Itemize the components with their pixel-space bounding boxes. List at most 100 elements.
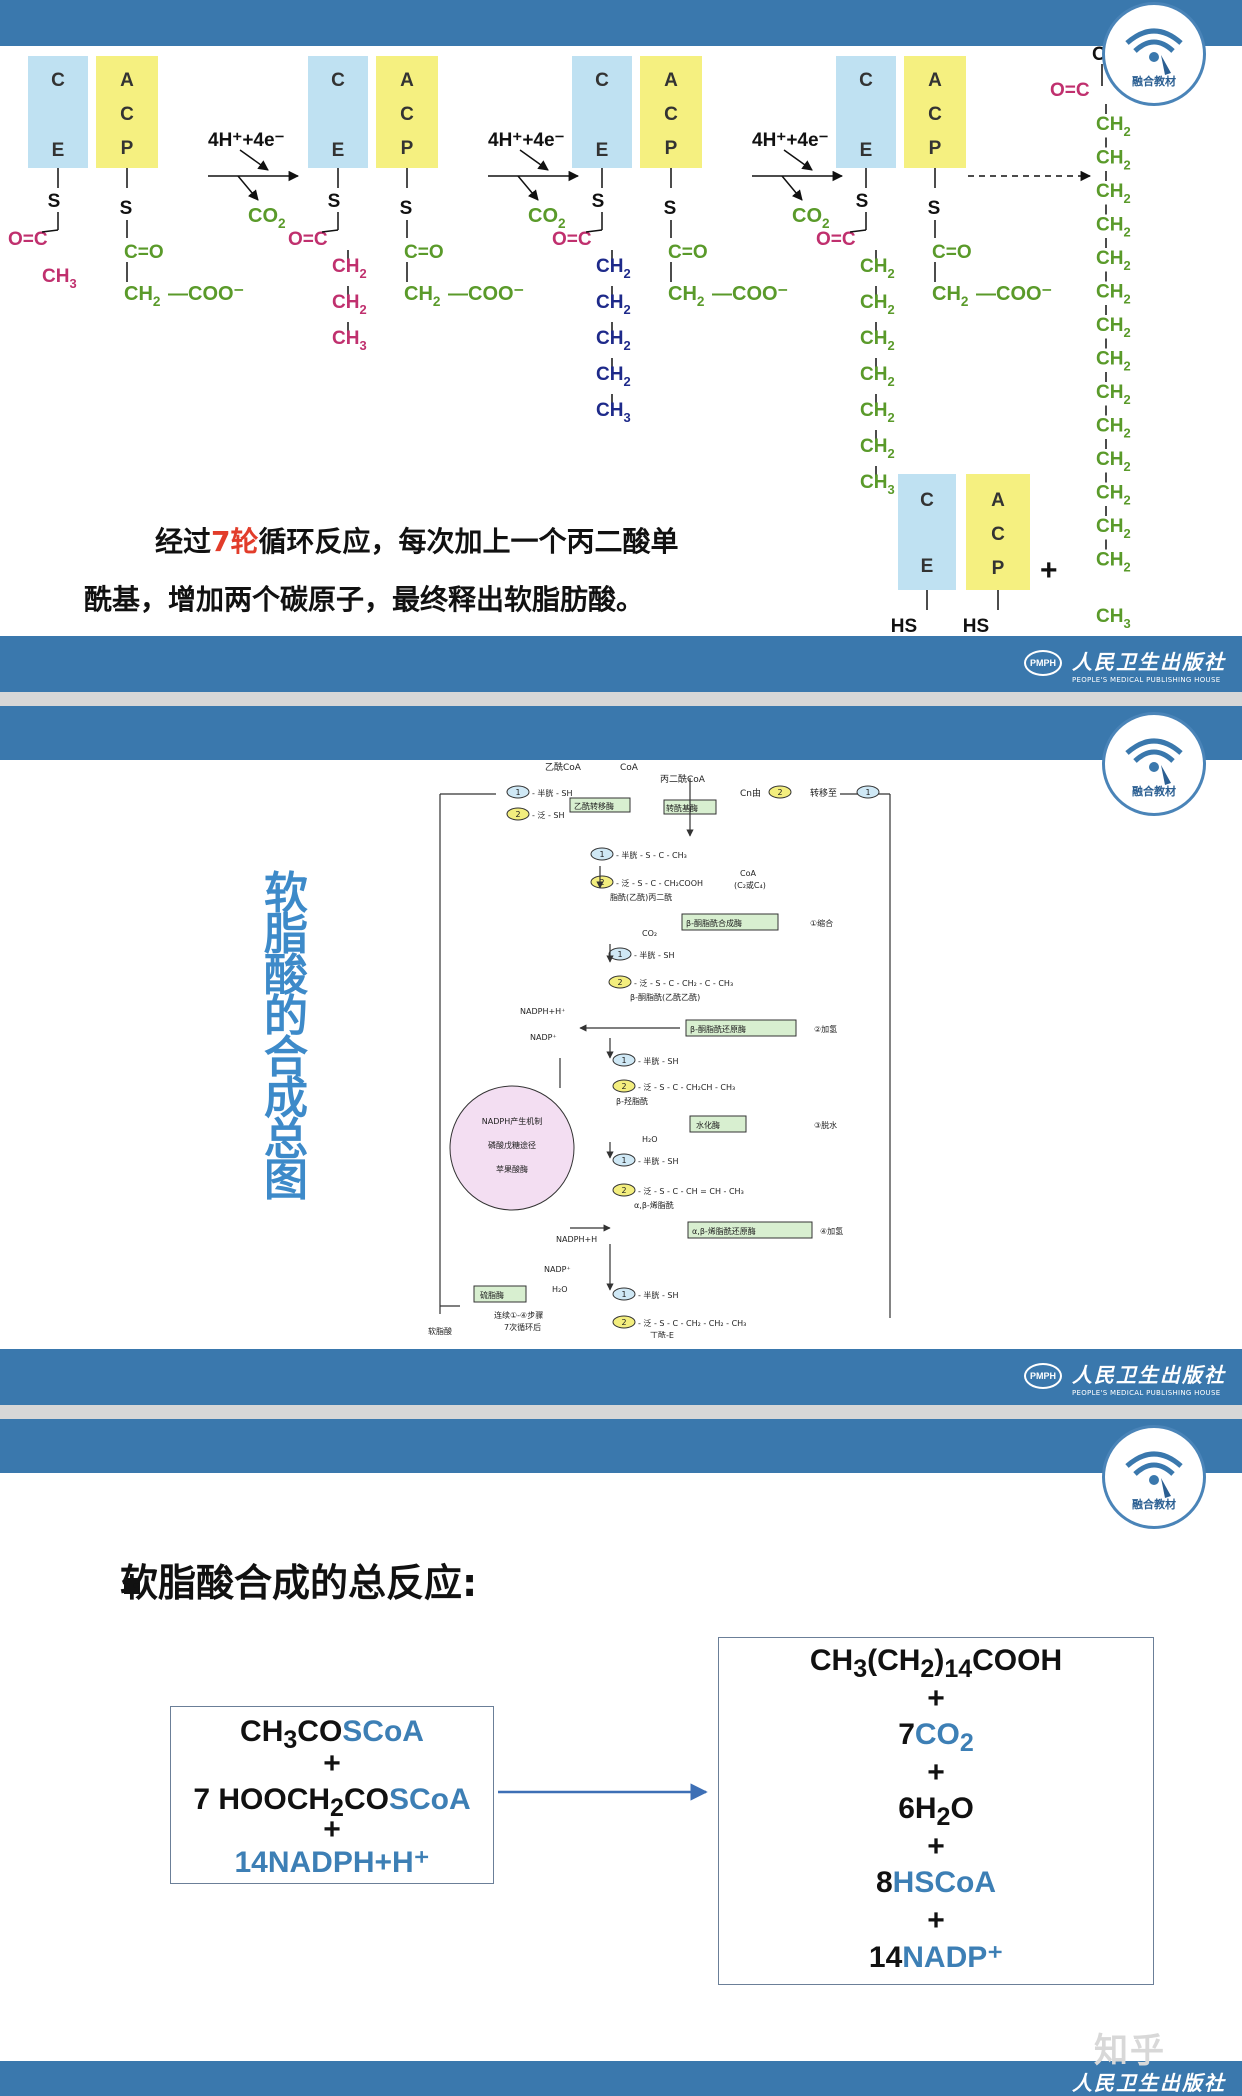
domain-number: 2: [621, 1082, 626, 1091]
acp-letter: P: [121, 138, 134, 159]
row-text: - 泛 - S - C - CH₂CH - CH₃: [638, 1082, 735, 1092]
circle-label: 磷酸戊糖途径: [488, 1140, 536, 1150]
electron-arrow: [783, 149, 813, 171]
domain-number: 1: [621, 1290, 626, 1299]
plus-sign: +: [927, 1682, 945, 1715]
e-label: E: [52, 140, 65, 161]
publisher-name: 人民卫生出版社 PEOPLE'S MEDICAL PUBLISHING HOUS…: [1072, 646, 1226, 684]
domain-oval: [612, 1053, 636, 1067]
top-label: 转移至: [810, 787, 837, 799]
product-palmitate: CH3(CH2)14COOH: [719, 1644, 1153, 1684]
reactant-nadph: 14NADPH+H⁺: [234, 1846, 430, 1879]
sulfur-atom: S: [328, 191, 341, 212]
malonyl-ch2: CH2: [668, 283, 705, 309]
reaction-label: 4H⁺+4e⁻: [488, 130, 565, 151]
t: 2: [959, 1729, 974, 1757]
cofactor: NADP⁺: [544, 1265, 571, 1274]
summary-text-b: 循环反应，每次加上一个丙二酸单: [258, 525, 679, 558]
malonyl-coo: —COO⁻: [448, 283, 524, 305]
enzyme-box: [689, 1115, 747, 1133]
domain-number: 1: [621, 1156, 626, 1165]
carbonyl: C=O: [932, 242, 972, 263]
cofactor: NADPH+H⁺: [520, 1007, 565, 1016]
ch3-group: CH3: [860, 472, 895, 497]
acp-letter: P: [929, 138, 942, 159]
publisher-logo-icon: PMPH: [1024, 1363, 1062, 1389]
acyl-carbonyl: O=C: [816, 229, 856, 250]
acp-letter: P: [665, 138, 678, 159]
ch2-group: CH2: [332, 292, 367, 317]
nadph-source-circle: [449, 1085, 575, 1211]
final-ch2: CH2: [1096, 349, 1131, 374]
row-text: β-羟脂酰: [616, 1096, 648, 1106]
acp-letter: A: [928, 70, 942, 91]
acp-domain-box: [640, 56, 702, 168]
row-text: 脂酰(乙酰)丙二酰: [610, 892, 672, 902]
products-box: CH3(CH2)14COOH + 7CO2 + 6H2O + 8HSCoA + …: [718, 1637, 1154, 1985]
domain-number: 2: [515, 810, 520, 819]
acp-letter: C: [400, 104, 414, 125]
t: 7 HOOCH: [193, 1783, 331, 1816]
t: 2: [330, 1794, 344, 1822]
t: 3: [853, 1655, 868, 1683]
bond-line: [849, 229, 867, 233]
t: SCoA: [388, 1783, 471, 1816]
ch2-group: CH2: [860, 256, 895, 281]
t: CO: [914, 1718, 960, 1751]
t: NADP⁺: [902, 1941, 1004, 1974]
acp-letter: A: [664, 70, 678, 91]
enzyme-label: 硫脂酶: [480, 1290, 504, 1300]
ch2-group: CH2: [860, 364, 895, 389]
plus-sign: +: [323, 1813, 341, 1846]
bottom-label: 软脂酸: [428, 1326, 452, 1336]
electron-arrow: [239, 149, 269, 171]
circle-label: NADPH产生机制: [482, 1116, 542, 1126]
malonyl-ch2: CH2: [404, 283, 441, 309]
t: 6H: [898, 1792, 937, 1825]
hs-group: HS: [963, 616, 989, 637]
domain-number: 1: [599, 850, 604, 859]
sulfur-atom: S: [928, 198, 941, 219]
malonyl-coo: —COO⁻: [712, 283, 788, 305]
ch2-group: CH2: [860, 328, 895, 353]
bond-line: [321, 229, 339, 233]
row-text: - 半胱 - S - C - CH₃: [616, 850, 687, 860]
acp-letter: P: [992, 558, 1005, 579]
reactant-acetyl-coa: CH3COSCoA: [171, 1715, 493, 1755]
plus-sign: +: [927, 1756, 945, 1789]
plus-sign: +: [1040, 554, 1058, 587]
plus-sign: +: [323, 1747, 341, 1780]
sulfur-atom: S: [592, 191, 605, 212]
final-ch2: CH2: [1096, 215, 1131, 240]
final-ch2: CH2: [1096, 181, 1131, 206]
acyl-carbonyl: O=C: [288, 229, 328, 250]
reaction-label: 4H⁺+4e⁻: [208, 130, 285, 151]
c-label: C: [331, 70, 345, 91]
c-e-domain-box: [308, 56, 368, 168]
step-label: ④加氢: [820, 1226, 843, 1236]
product-co2: 7CO2: [719, 1718, 1153, 1758]
slide-1-bottom-bar: PMPH 人民卫生出版社 PEOPLE'S MEDICAL PUBLISHING…: [0, 636, 1242, 692]
ch2-group: CH2: [332, 256, 367, 281]
row-text: - 泛 - S - C - CH₂ - C - CH₃: [634, 978, 733, 988]
ch3-group: CH3: [596, 400, 631, 425]
released-acp-box: [966, 474, 1030, 590]
t: 3: [283, 1726, 298, 1754]
rongHe-logo-icon: 融合教材: [1102, 1425, 1206, 1529]
final-ch2: CH2: [1096, 148, 1131, 173]
released-ce-box: [898, 474, 956, 590]
logo-text: 融合教材: [1132, 785, 1176, 798]
top-label: CoA: [620, 763, 639, 773]
slide-2-top-bar: [0, 706, 1242, 760]
t: 14: [868, 1941, 903, 1974]
t: 2: [920, 1655, 935, 1683]
publisher-cn: 人民卫生出版社: [1072, 1363, 1226, 1387]
final-ch2: CH2: [1096, 416, 1131, 441]
final-ch2: CH2: [1096, 449, 1131, 474]
sulfur-atom: S: [664, 198, 677, 219]
domain-number: 2: [621, 1318, 626, 1327]
sulfur-atom: S: [400, 198, 413, 219]
vertical-title-char: 的: [264, 991, 308, 1042]
